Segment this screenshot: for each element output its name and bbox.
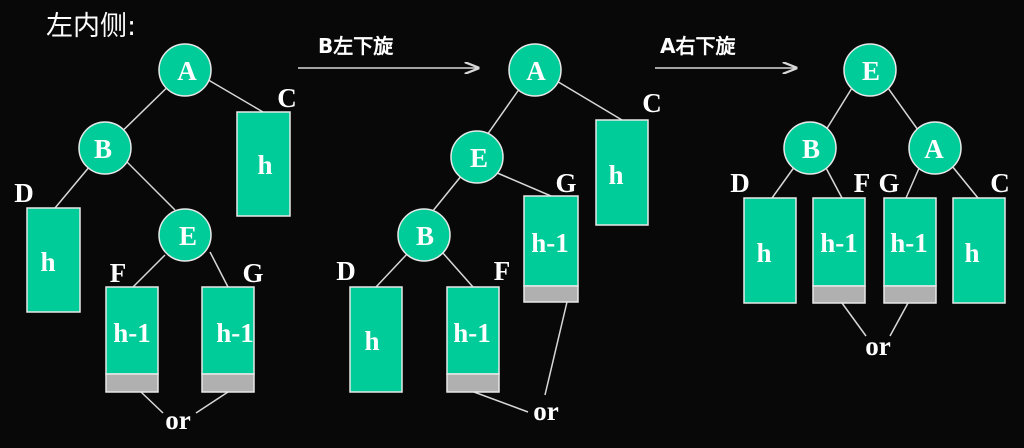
subtree-d-label: D [730,168,750,198]
node-a-label: A [177,56,197,86]
step-arrow-2: A右下旋 [655,34,796,68]
step-label-1: B左下旋 [318,34,394,58]
subtree-g-height: h-1 [890,228,928,258]
subtree-g [201,286,255,375]
subtree-f-extra-level [812,285,866,304]
node-e-label: E [862,56,880,86]
subtree-f-height: h-1 [453,318,491,348]
subtree-c-height: h [608,160,623,190]
subtree-g-height: h-1 [531,228,569,258]
subtree-f-label: F [110,258,127,288]
subtree-c-label: C [990,168,1010,198]
node-b-label: B [94,134,112,164]
tree-after-second-rotation: E B A h D h-1 F h-1 G h C or [730,43,1010,361]
or-label: or [533,396,559,426]
tree-before: A B E h C h D h-1 F h-1 G or [14,43,297,435]
node-b [397,208,451,262]
node-b [78,121,132,175]
node-b-label: B [416,221,434,251]
node-e [450,130,504,184]
subtree-g-height: h-1 [216,318,254,348]
subtree-f-label: F [854,168,871,198]
node-e-label: E [179,221,197,251]
subtree-f [812,197,866,287]
subtree-c-height: h [257,150,272,180]
subtree-d [349,286,403,393]
subtree-c-height: h [964,238,979,268]
node-e [158,208,212,262]
step-arrow-1: B左下旋 [298,34,478,68]
subtree-d [26,207,81,313]
node-b [783,121,837,175]
subtree-f-extra-level [105,373,159,393]
subtree-g-label: G [878,168,899,198]
node-b-label: B [802,134,820,164]
tree-after-first-rotation: A E B h C h-1 G h D h-1 F or [336,43,662,426]
node-e-label: E [470,143,488,173]
subtree-d [743,197,797,304]
subtree-f-height: h-1 [113,318,151,348]
node-a [908,121,962,175]
subtree-f-label: F [494,256,511,286]
subtree-f-extra-level [446,373,500,393]
subtree-f-height: h-1 [820,228,858,258]
subtree-d-height: h [364,326,379,356]
subtree-c-label: C [642,88,662,118]
subtree-g-label: G [242,258,263,288]
subtree-f [446,286,500,375]
subtree-c-label: C [277,83,297,113]
subtree-g [883,197,937,287]
subtree-g-label: G [555,168,576,198]
subtree-d-label: D [14,178,34,208]
step-label-2: A右下旋 [660,34,736,58]
subtree-g-extra-level [201,373,255,393]
node-a-label: A [526,56,546,86]
node-e [843,43,897,97]
subtree-g-extra-level [523,285,579,303]
subtree-d-label: D [336,256,356,286]
node-a [158,43,212,97]
node-a-label: A [924,134,944,164]
node-a [508,43,562,97]
diagram-title: 左内侧: [46,11,136,42]
or-label: or [865,331,891,361]
subtree-d-height: h [756,238,771,268]
subtree-g-extra-level [883,285,937,304]
subtree-d-height: h [40,247,55,277]
subtree-c [952,197,1006,304]
subtree-c [236,111,291,217]
subtree-c [595,119,649,226]
or-label: or [165,405,191,435]
